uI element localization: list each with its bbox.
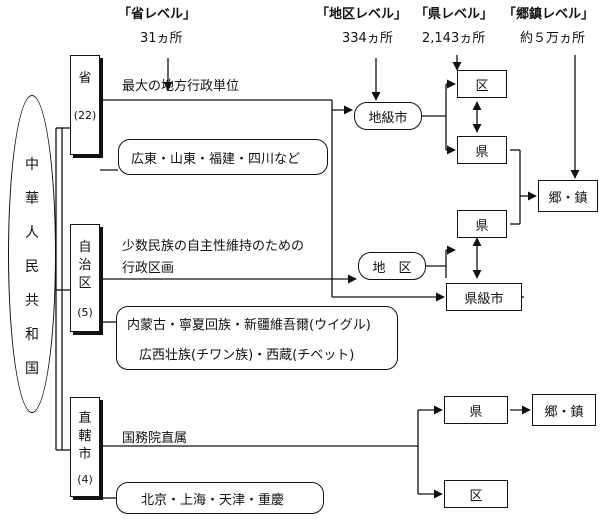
header-sheng-level: 「省レベル」 xyxy=(118,7,197,22)
category-sheng-count: (22) xyxy=(73,109,97,122)
root-char: 人 xyxy=(25,225,39,241)
zhixiashi-description: 国務院直属 xyxy=(122,431,188,446)
node-ku-top: 区 xyxy=(457,70,507,98)
category-zhixiashi-count: (4) xyxy=(77,473,93,486)
category-zhixiashi-char: 市 xyxy=(78,447,92,462)
category-zhixiashi-char: 直 xyxy=(78,411,92,426)
node-kenjishi: 県級市 xyxy=(446,283,522,311)
category-zhixiashi-char: 轄 xyxy=(78,429,92,444)
node-ken-3: 県 xyxy=(444,396,508,424)
category-zhixiashi-box: 直 轄 市 (4) xyxy=(70,397,100,497)
zizhiqu-examples-box: 内蒙古・寧夏回族・新疆維吾爾(ウイグル) 広西壮族(チワン族)・西蔵(チベット) xyxy=(116,306,398,370)
category-zizhiqu-char: 区 xyxy=(78,276,92,291)
zizhiqu-description-line1: 少数民族の自主性維持のための xyxy=(122,239,305,254)
root-char: 華 xyxy=(25,191,39,207)
category-zizhiqu-char: 自 xyxy=(78,240,92,255)
root-char: 国 xyxy=(25,361,39,377)
header-xiangzhen-count: 約５万ヵ所 xyxy=(520,31,586,46)
root-char: 共 xyxy=(25,293,39,309)
category-zizhiqu-count: (5) xyxy=(77,306,93,319)
node-xiangzhen-2: 郷・鎮 xyxy=(532,394,596,426)
node-ken-2: 県 xyxy=(457,210,507,238)
category-sheng-label: 省 xyxy=(78,71,92,86)
category-zizhiqu-char: 治 xyxy=(78,258,92,273)
root-china-ellipse: 中 華 人 民 共 和 国 xyxy=(8,95,56,413)
sheng-description: 最大の地方行政単位 xyxy=(122,79,240,94)
header-diqu-count: 334ヵ所 xyxy=(342,31,393,46)
node-ken-1: 県 xyxy=(457,136,507,164)
sheng-examples-box: 広東・山東・福建・四川など xyxy=(118,139,328,175)
zizhiqu-examples-line1: 内蒙古・寧夏回族・新疆維吾爾(ウイグル) xyxy=(127,318,371,333)
root-char: 中 xyxy=(25,157,39,173)
category-sheng-box: 省 (22) xyxy=(70,55,100,155)
node-xiangzhen-1: 郷・鎮 xyxy=(538,180,598,212)
node-diqu: 地 区 xyxy=(358,252,426,280)
header-diqu-level: 「地区レベル」 xyxy=(316,7,408,22)
root-char: 和 xyxy=(25,327,39,343)
category-zizhiqu-box: 自 治 区 (5) xyxy=(70,224,100,332)
header-xiangzhen-level: 「郷鎮レベル」 xyxy=(503,7,595,22)
root-char: 民 xyxy=(25,259,39,275)
header-xian-level: 「県レベル」 xyxy=(415,7,494,22)
node-dijishi: 地級市 xyxy=(354,102,422,130)
node-ku-bottom: 区 xyxy=(444,480,508,508)
header-sheng-count: 31ヵ所 xyxy=(140,31,183,46)
sheng-examples: 広東・山東・福建・四川など xyxy=(131,151,301,167)
zhixiashi-examples: 北京・上海・天津・重慶 xyxy=(141,492,285,508)
zizhiqu-description-line2: 行政区画 xyxy=(122,261,175,276)
zhixiashi-examples-box: 北京・上海・天津・重慶 xyxy=(116,482,324,514)
zizhiqu-examples-line2: 広西壮族(チワン族)・西蔵(チベット) xyxy=(139,348,355,363)
header-xian-count: 2,143ヵ所 xyxy=(422,31,486,46)
